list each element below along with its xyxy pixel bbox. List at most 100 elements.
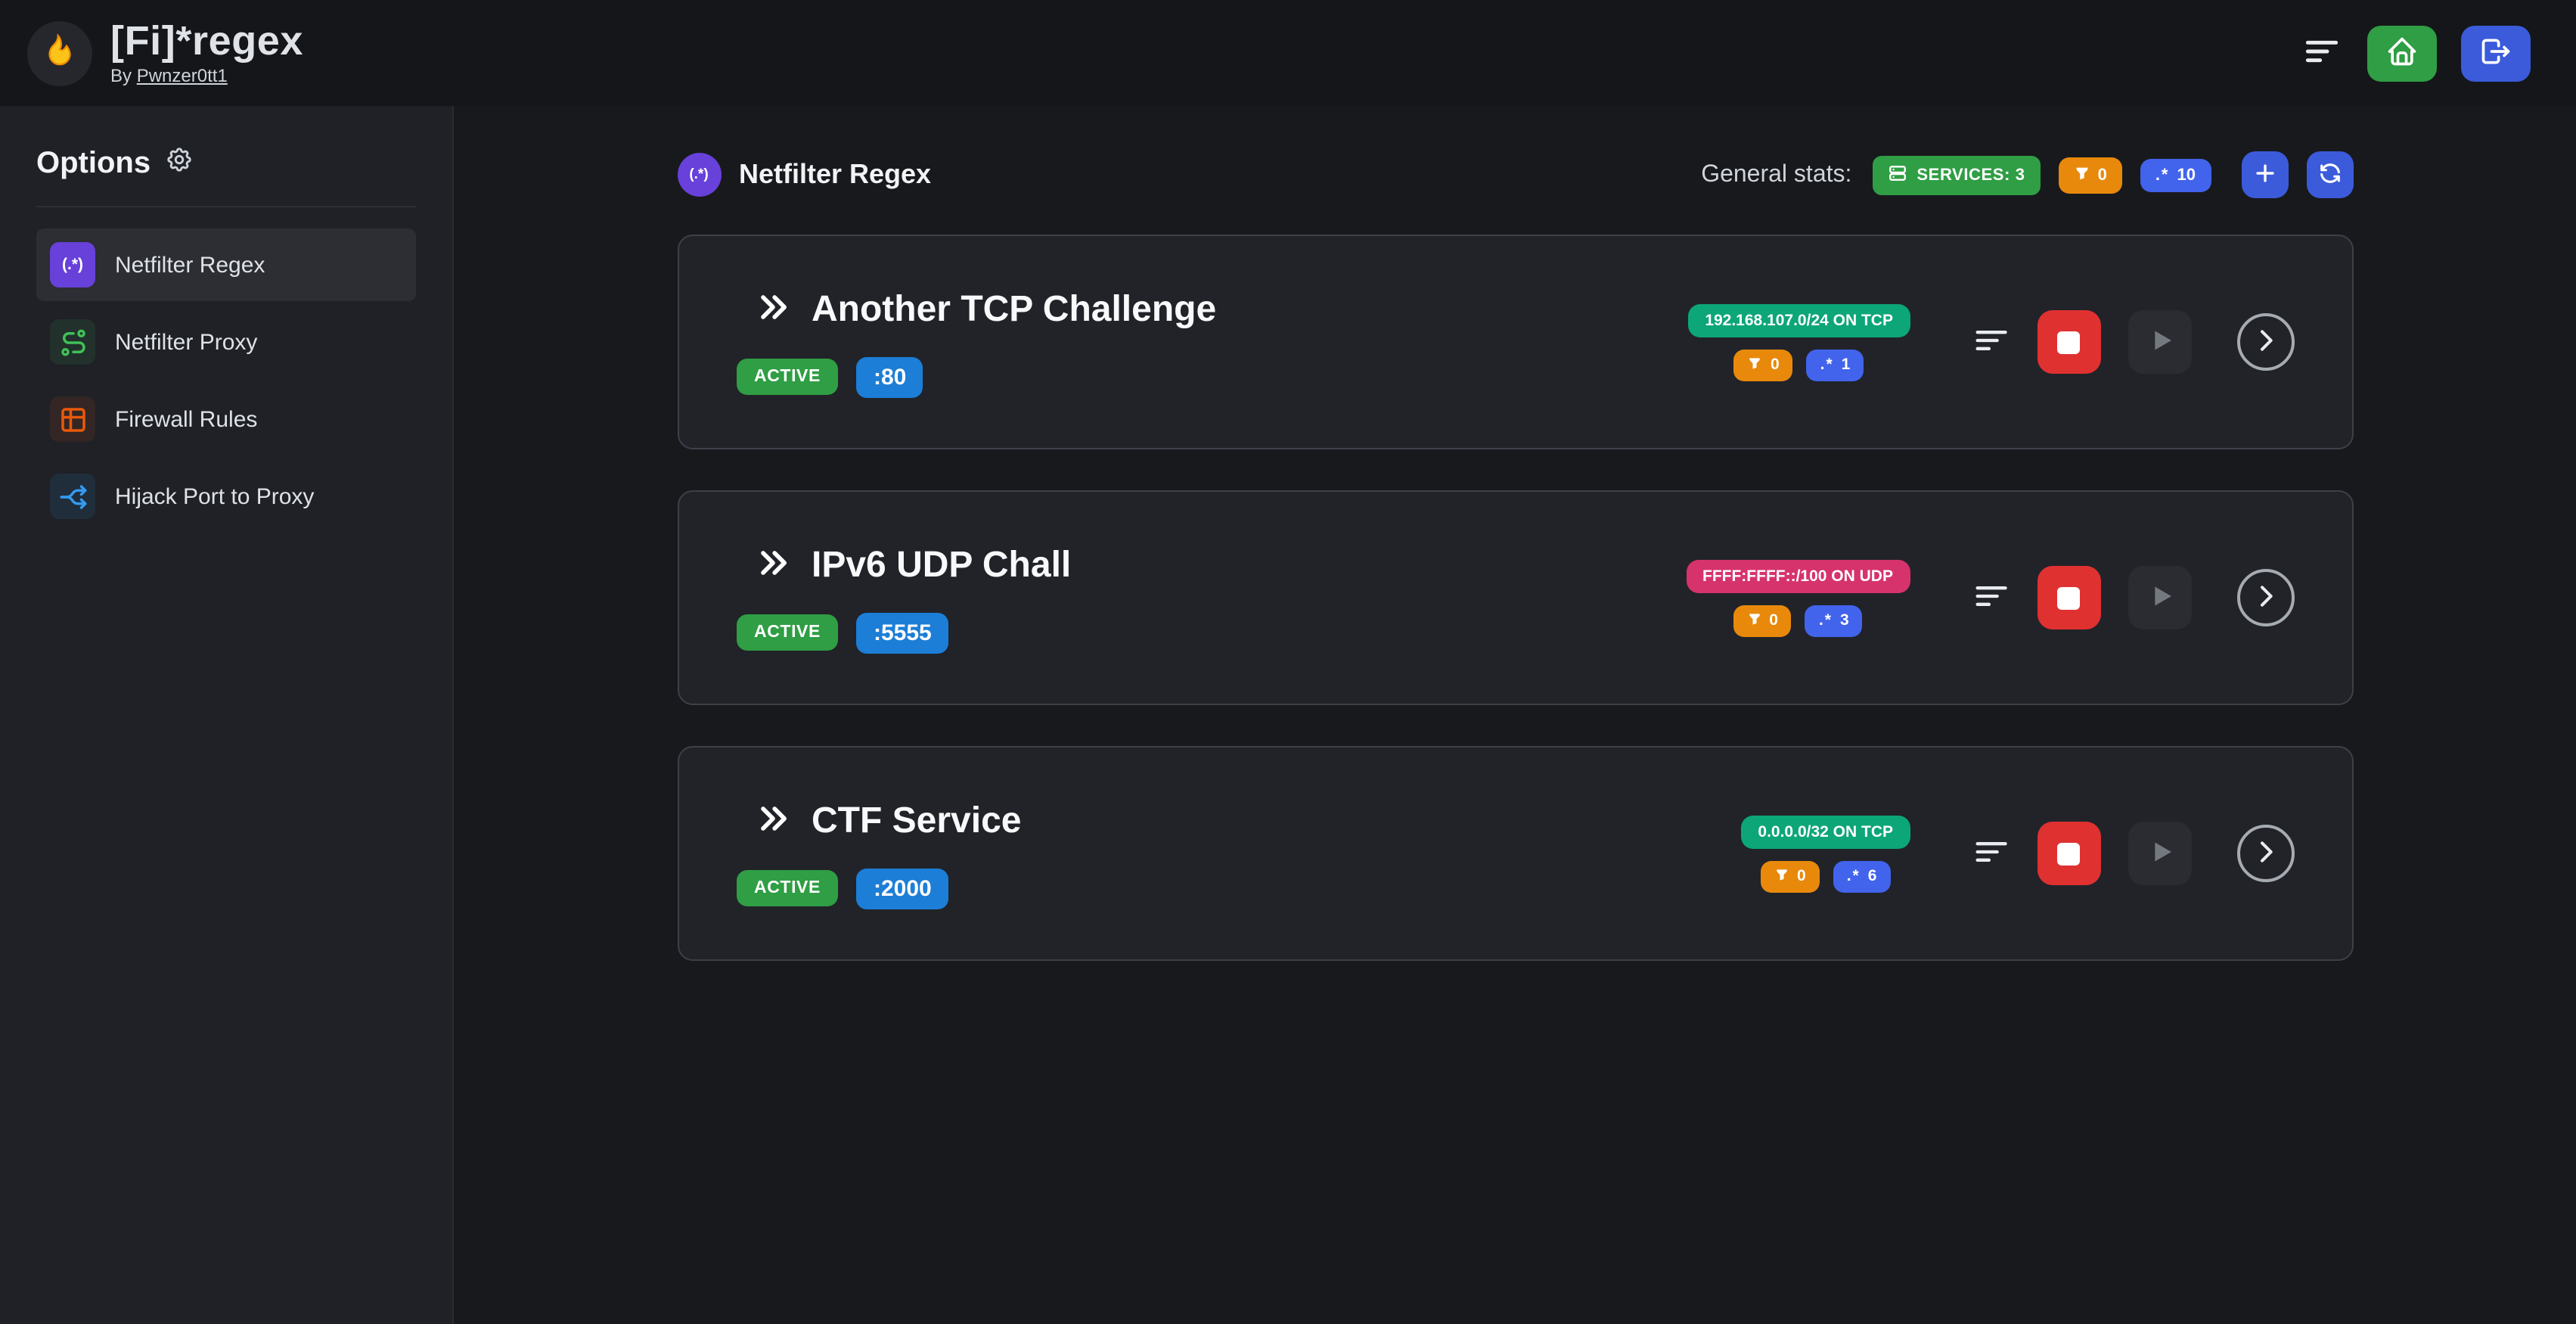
status-badge: ACTIVE bbox=[736, 359, 839, 395]
service-name: Another TCP Challenge bbox=[812, 289, 1217, 330]
plus-icon bbox=[2252, 160, 2277, 190]
open-service-button[interactable] bbox=[2236, 569, 2294, 626]
service-menu-button[interactable] bbox=[1970, 831, 2010, 875]
regex-count-badge: .* 1 bbox=[1806, 349, 1864, 381]
sidebar: Options (.*) Netfilter Regex bbox=[0, 106, 454, 1324]
funnel-icon bbox=[1746, 611, 1761, 630]
regex-glyph-icon: .* bbox=[1846, 867, 1861, 885]
sidebar-item-label: Netfilter Regex bbox=[115, 252, 265, 278]
service-card: IPv6 UDP Chall ACTIVE :5555 FFFF:FFFF::/… bbox=[677, 490, 2353, 705]
regex-icon: (.*) bbox=[50, 242, 95, 287]
regex-count-badge: .* 3 bbox=[1805, 605, 1863, 636]
sidebar-title-row: Options bbox=[36, 145, 416, 207]
service-name: IPv6 UDP Chall bbox=[812, 545, 1072, 586]
funnel-icon bbox=[1774, 866, 1789, 886]
sidebar-item-hijack-port[interactable]: Hijack Port to Proxy bbox=[36, 460, 416, 533]
service-stats: 192.168.107.0/24 ON TCP 0 .* bbox=[1688, 303, 1910, 381]
stop-button[interactable] bbox=[2037, 822, 2100, 885]
service-info: Another TCP Challenge ACTIVE :80 bbox=[736, 287, 1216, 397]
chevron-right-icon bbox=[2250, 580, 2280, 615]
menu-lines-icon bbox=[1970, 831, 2010, 875]
server-icon bbox=[1888, 163, 1907, 187]
add-service-button[interactable] bbox=[2241, 151, 2288, 198]
menu-button[interactable] bbox=[2301, 30, 2343, 76]
chevrons-right-icon bbox=[753, 798, 792, 845]
regex-glyph-icon: .* bbox=[2155, 166, 2170, 184]
service-info: CTF Service ACTIVE :2000 bbox=[736, 798, 1021, 909]
sidebar-title: Options bbox=[36, 146, 151, 179]
port-badge: :2000 bbox=[856, 868, 948, 909]
author-link[interactable]: Pwnzer0tt1 bbox=[136, 65, 228, 87]
regex-glyph-icon: .* bbox=[1820, 356, 1834, 374]
target-badge: 0.0.0.0/32 ON TCP bbox=[1741, 815, 1910, 848]
menu-lines-icon bbox=[2301, 30, 2343, 76]
service-menu-button[interactable] bbox=[1970, 320, 2010, 364]
service-controls: 192.168.107.0/24 ON TCP 0 .* bbox=[1688, 303, 2294, 381]
total-regex-badge: .* 10 bbox=[2140, 158, 2211, 191]
service-stats: FFFF:FFFF::/100 ON UDP 0 .* bbox=[1686, 559, 1910, 636]
stop-button[interactable] bbox=[2037, 310, 2100, 374]
sidebar-item-netfilter-proxy[interactable]: Netfilter Proxy bbox=[36, 306, 416, 378]
page-title: Netfilter Regex bbox=[739, 159, 932, 189]
open-service-button[interactable] bbox=[2236, 825, 2294, 882]
home-icon bbox=[2385, 34, 2419, 72]
stop-icon bbox=[2057, 331, 2080, 353]
service-stats: 0.0.0.0/32 ON TCP 0 .* bbox=[1741, 815, 1910, 892]
refresh-button[interactable] bbox=[2306, 151, 2353, 198]
sidebar-item-firewall-rules[interactable]: Firewall Rules bbox=[36, 383, 416, 455]
total-filter-badge: 0 bbox=[2058, 157, 2122, 193]
status-badge: ACTIVE bbox=[736, 870, 839, 906]
filter-count-badge: 0 bbox=[1733, 605, 1792, 636]
stop-icon bbox=[2057, 586, 2080, 609]
home-button[interactable] bbox=[2367, 25, 2437, 81]
play-icon bbox=[2144, 325, 2174, 359]
content-column: (.*) Netfilter Regex General stats: bbox=[677, 151, 2353, 961]
service-menu-button[interactable] bbox=[1970, 576, 2010, 620]
service-card: CTF Service ACTIVE :2000 0.0.0.0/32 ON T… bbox=[677, 746, 2353, 961]
menu-lines-icon bbox=[1970, 576, 2010, 620]
chevrons-right-icon bbox=[753, 287, 792, 334]
regex-section-icon: (.*) bbox=[677, 153, 721, 197]
brand: [Fi]*regex By Pwnzer0tt1 bbox=[27, 17, 304, 87]
chevron-right-icon bbox=[2250, 325, 2280, 359]
funnel-icon bbox=[1748, 355, 1763, 375]
services-count-badge: SERVICES: 3 bbox=[1873, 155, 2041, 194]
proxy-route-icon bbox=[50, 319, 95, 365]
open-service-button[interactable] bbox=[2236, 313, 2294, 371]
target-badge: FFFF:FFFF::/100 ON UDP bbox=[1686, 559, 1910, 592]
play-button[interactable] bbox=[2128, 566, 2191, 629]
filter-count-badge: 0 bbox=[1761, 860, 1820, 892]
port-badge: :80 bbox=[856, 356, 923, 397]
stop-button[interactable] bbox=[2037, 566, 2100, 629]
gear-icon bbox=[164, 145, 193, 182]
sidebar-item-netfilter-regex[interactable]: (.*) Netfilter Regex bbox=[36, 228, 416, 301]
regex-count-badge: .* 6 bbox=[1833, 860, 1891, 892]
service-name: CTF Service bbox=[812, 800, 1022, 841]
sidebar-item-label: Hijack Port to Proxy bbox=[115, 483, 315, 509]
play-button[interactable] bbox=[2128, 310, 2191, 374]
general-stats: General stats: SERVICES: 3 bbox=[1701, 151, 2353, 198]
sidebar-item-label: Netfilter Proxy bbox=[115, 329, 258, 355]
funnel-icon bbox=[2074, 164, 2090, 185]
play-button[interactable] bbox=[2128, 822, 2191, 885]
app-logo[interactable] bbox=[27, 20, 92, 85]
logout-button[interactable] bbox=[2461, 25, 2531, 81]
port-badge: :5555 bbox=[856, 612, 948, 653]
play-icon bbox=[2144, 836, 2174, 871]
regex-glyph-icon: .* bbox=[1818, 611, 1833, 629]
logout-icon bbox=[2479, 34, 2512, 72]
play-icon bbox=[2144, 580, 2174, 615]
section-header: (.*) Netfilter Regex General stats: bbox=[677, 151, 2353, 198]
app-title: [Fi]*regex bbox=[110, 17, 304, 64]
chevrons-right-icon bbox=[753, 542, 792, 589]
status-badge: ACTIVE bbox=[736, 614, 839, 651]
flame-icon bbox=[39, 29, 80, 77]
chevron-right-icon bbox=[2250, 836, 2280, 871]
service-controls: 0.0.0.0/32 ON TCP 0 .* bbox=[1741, 815, 2294, 892]
firewall-table-icon bbox=[50, 396, 95, 442]
body-row: Options (.*) Netfilter Regex bbox=[0, 106, 2576, 1324]
service-info: IPv6 UDP Chall ACTIVE :5555 bbox=[736, 542, 1071, 653]
service-controls: FFFF:FFFF::/100 ON UDP 0 .* bbox=[1686, 559, 2294, 636]
stats-label: General stats: bbox=[1701, 161, 1852, 187]
